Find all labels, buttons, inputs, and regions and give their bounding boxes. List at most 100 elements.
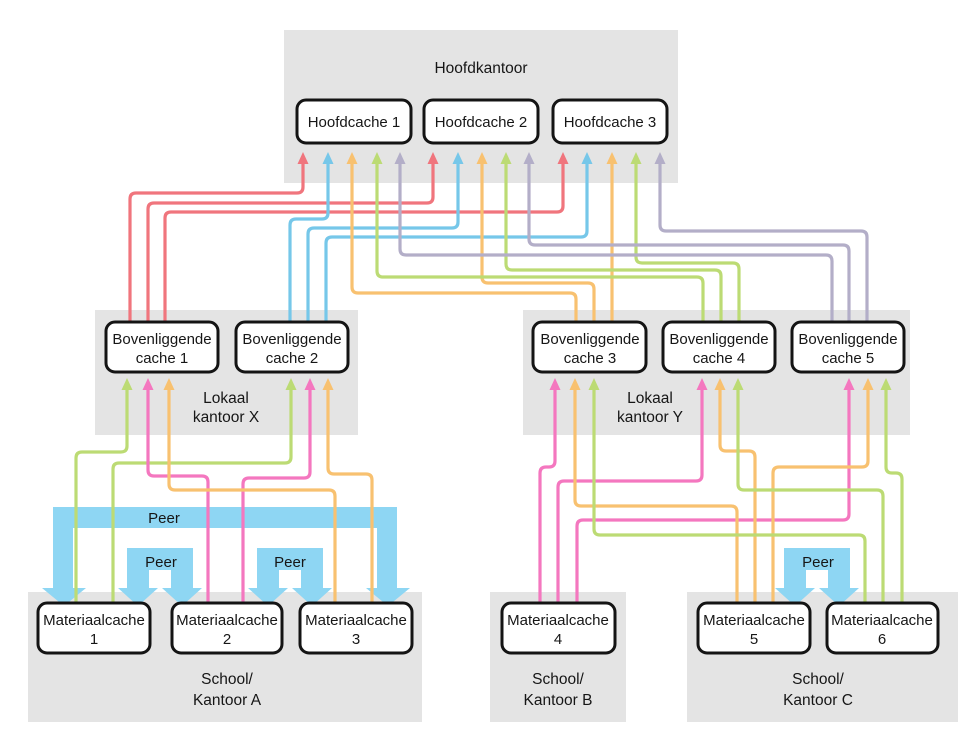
label-bovenliggende-5-l2: cache 5 <box>822 350 875 367</box>
arrowhead <box>557 152 569 164</box>
label-bovenliggende-2-l2: cache 2 <box>266 350 319 367</box>
arrowhead <box>322 152 334 164</box>
arrowhead <box>427 152 439 164</box>
connection-line <box>375 162 705 322</box>
node-bovenliggende-cache-4 <box>661 320 777 374</box>
peer-label: Peer <box>145 554 177 571</box>
connection-line <box>658 162 869 322</box>
connection-line <box>480 162 596 322</box>
arrowhead <box>142 378 154 390</box>
arrowhead <box>581 152 593 164</box>
node-bovenliggende-cache-1 <box>104 320 220 374</box>
arrowhead <box>880 378 892 390</box>
peer-label: Peer <box>274 554 306 571</box>
node-bovenliggende-cache-3 <box>531 320 648 374</box>
node-hoofdcache-1 <box>295 98 413 145</box>
arrowhead <box>523 152 535 164</box>
group-label-school-a-l2: Kantoor A <box>193 692 262 709</box>
connection-line <box>527 162 851 322</box>
arrowhead <box>588 378 600 390</box>
group-label-school-b-l2: Kantoor B <box>524 692 593 709</box>
arrowhead <box>304 378 316 390</box>
connection-line <box>306 162 460 322</box>
node-bovenliggende-cache-2 <box>234 320 350 374</box>
arrowhead <box>163 378 175 390</box>
group-label-lokaal-y-l1: Lokaal <box>627 390 673 407</box>
arrowhead <box>346 152 358 164</box>
peer-label: Peer <box>148 510 180 527</box>
group-label-school-b-l1: School/ <box>532 671 584 688</box>
arrowhead <box>297 152 309 164</box>
label-materiaalcache-1-l2: 1 <box>90 631 98 648</box>
group-label-lokaal-x-l1: Lokaal <box>203 390 249 407</box>
label-materiaalcache-5-l1: Materiaalcache <box>703 612 805 629</box>
label-materiaalcache-4-l2: 4 <box>554 631 562 648</box>
node-materiaalcache-1 <box>36 601 152 655</box>
group-label-school-c-l2: Kantoor C <box>783 692 853 709</box>
peer-label: Peer <box>802 554 834 571</box>
arrowhead <box>630 152 642 164</box>
node-materiaalcache-2 <box>170 601 284 655</box>
node-hoofdcache-3 <box>551 98 669 145</box>
group-label-school-a-l1: School/ <box>201 671 253 688</box>
connection-line <box>573 388 739 603</box>
label-materiaalcache-3-l1: Materiaalcache <box>305 612 407 629</box>
label-bovenliggende-2-l1: Bovenliggende <box>242 331 341 348</box>
connection-line <box>146 162 435 322</box>
connection-line <box>771 388 870 603</box>
node-materiaalcache-4 <box>500 601 617 655</box>
peer-arrow-2-3 <box>248 548 332 606</box>
connection-line <box>736 388 885 603</box>
label-materiaalcache-5-l2: 5 <box>750 631 758 648</box>
label-materiaalcache-6-l1: Materiaalcache <box>831 612 933 629</box>
connection-line <box>326 388 374 603</box>
group-label-hoofdkantoor: Hoofdkantoor <box>434 60 527 77</box>
connection-line <box>167 388 337 603</box>
connection-line <box>556 388 704 603</box>
node-hoofdcache-2 <box>422 98 540 145</box>
connection-line <box>575 388 851 603</box>
label-materiaalcache-2-l1: Materiaalcache <box>176 612 278 629</box>
label-bovenliggende-4-l1: Bovenliggende <box>669 331 768 348</box>
peer-arrow-5-6 <box>775 548 859 606</box>
arrowhead <box>843 378 855 390</box>
connection-line <box>128 162 305 322</box>
connection-arrows <box>74 152 904 603</box>
arrowhead <box>862 378 874 390</box>
label-bovenliggende-5-l1: Bovenliggende <box>798 331 897 348</box>
arrowhead <box>476 152 488 164</box>
arrowhead <box>654 152 666 164</box>
label-materiaalcache-2-l2: 2 <box>223 631 231 648</box>
arrowhead <box>549 378 561 390</box>
connection-line <box>163 162 565 322</box>
group-label-lokaal-y-l2: kantoor Y <box>617 409 683 426</box>
arrowhead <box>322 378 334 390</box>
label-bovenliggende-4-l2: cache 4 <box>693 350 746 367</box>
arrowhead <box>606 152 618 164</box>
connection-line <box>350 162 578 322</box>
connection-line <box>634 162 741 322</box>
label-bovenliggende-3-l1: Bovenliggende <box>540 331 639 348</box>
node-materiaalcache-6 <box>825 601 940 655</box>
connection-line <box>111 388 293 603</box>
label-hoofdcache-3: Hoofdcache 3 <box>564 114 657 131</box>
arrowhead <box>121 378 133 390</box>
label-bovenliggende-3-l2: cache 3 <box>564 350 617 367</box>
peer-arrow-1-2 <box>118 548 202 606</box>
peer-arrows <box>42 507 859 606</box>
label-bovenliggende-1-l1: Bovenliggende <box>112 331 211 348</box>
connection-line <box>241 388 312 603</box>
arrowhead <box>696 378 708 390</box>
group-label-school-c-l1: School/ <box>792 671 844 688</box>
connection-line <box>538 388 557 603</box>
arrowhead <box>732 378 744 390</box>
arrowhead <box>394 152 406 164</box>
connection-line <box>504 162 723 322</box>
label-hoofdcache-2: Hoofdcache 2 <box>435 114 528 131</box>
arrowhead <box>500 152 512 164</box>
node-bovenliggende-cache-5 <box>790 320 906 374</box>
label-materiaalcache-3-l2: 3 <box>352 631 360 648</box>
label-hoofdcache-1: Hoofdcache 1 <box>308 114 401 131</box>
arrowhead <box>714 378 726 390</box>
